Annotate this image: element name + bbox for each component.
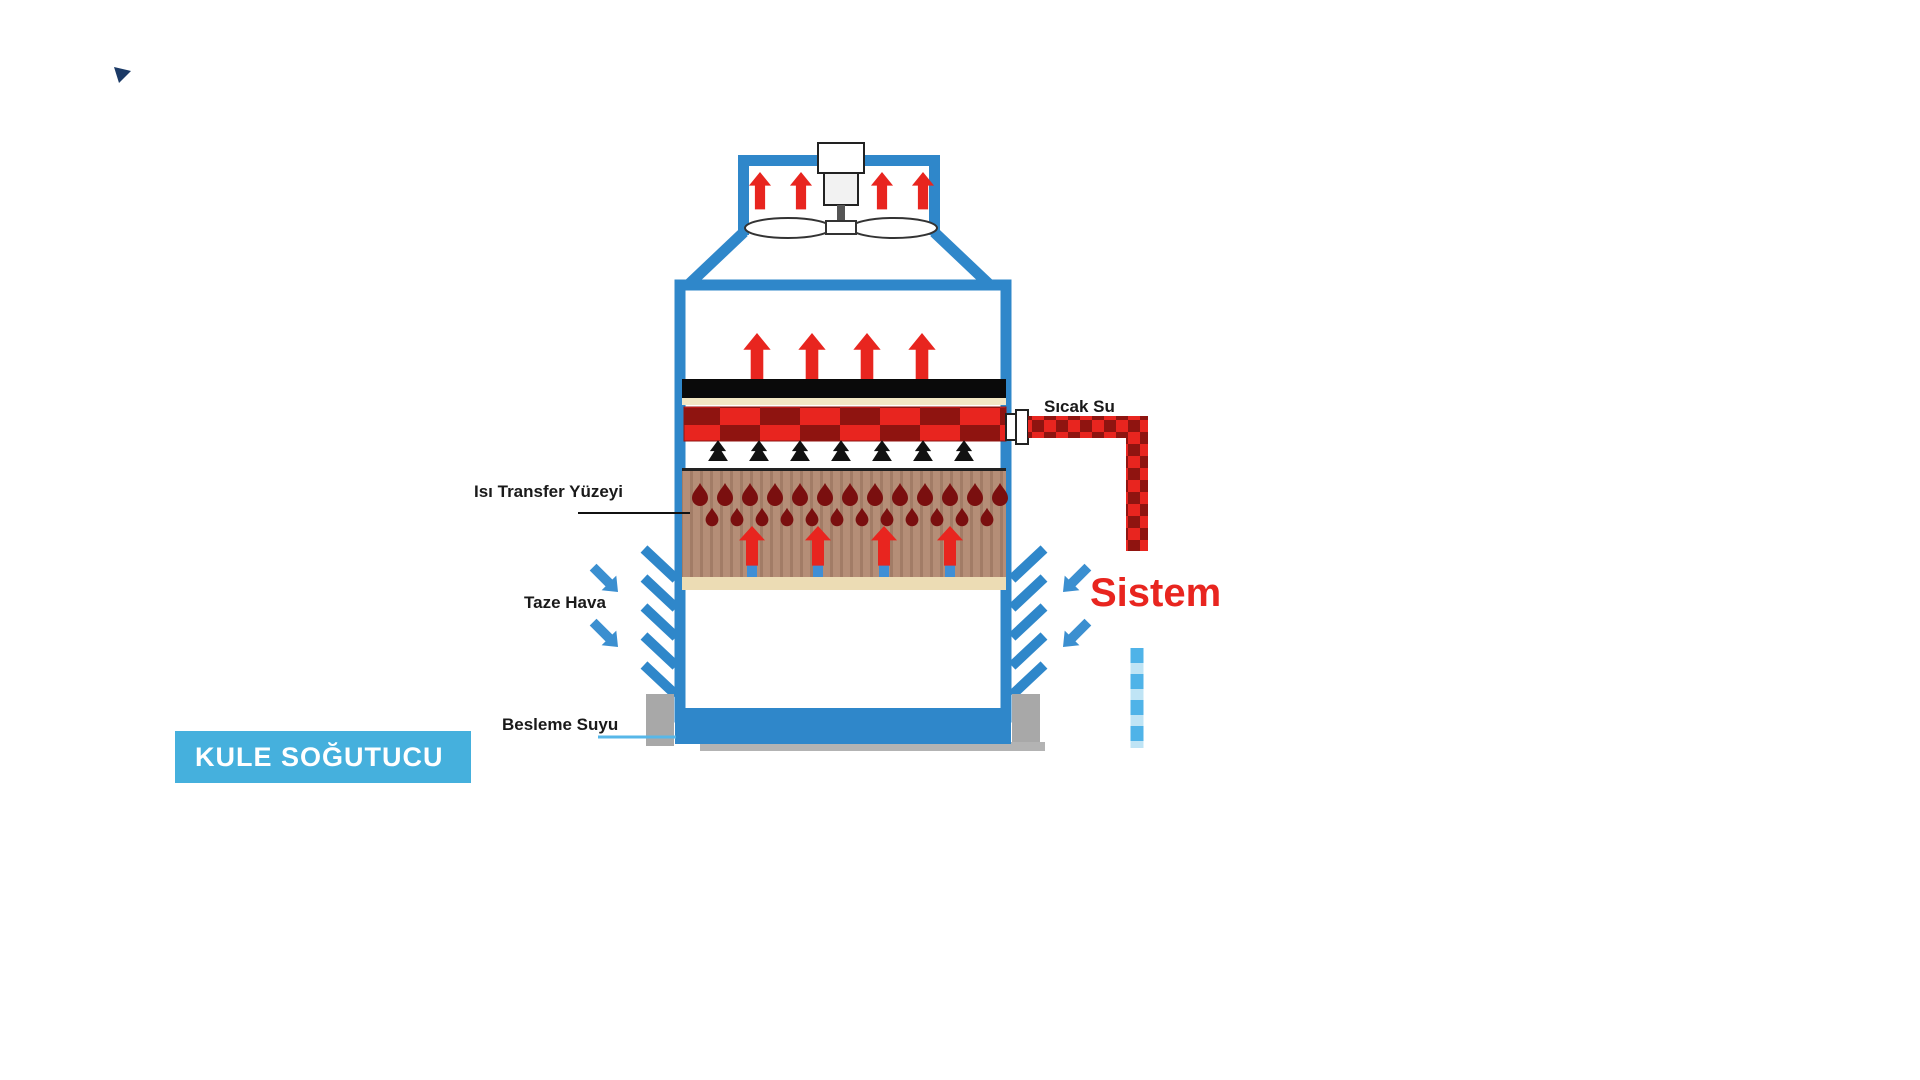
corner-marker-icon xyxy=(114,67,131,83)
air-louvers-left xyxy=(640,545,680,699)
air-louvers-right xyxy=(1008,545,1048,699)
title-badge: KULE SOĞUTUCU xyxy=(175,731,471,783)
hot-water-pipe xyxy=(1005,409,1148,551)
fill-bottom-band xyxy=(682,577,1006,590)
label-system: Sistem xyxy=(1090,571,1221,615)
label-heat-transfer-surface: Isı Transfer Yüzeyi xyxy=(474,482,623,501)
fill-air-arrows xyxy=(739,526,963,588)
label-hot-water: Sıcak Su xyxy=(1044,397,1115,416)
drift-eliminator xyxy=(682,379,1006,405)
basin xyxy=(675,708,1011,744)
title-badge-label: KULE SOĞUTUCU xyxy=(195,741,444,772)
fan-blades xyxy=(744,217,938,239)
label-fresh-air: Taze Hava xyxy=(524,593,606,612)
fan-motor xyxy=(817,142,865,221)
label-feed-water: Besleme Suyu xyxy=(502,715,618,734)
fill-top-line xyxy=(682,468,1006,471)
hot-water-distribution xyxy=(683,406,1007,442)
